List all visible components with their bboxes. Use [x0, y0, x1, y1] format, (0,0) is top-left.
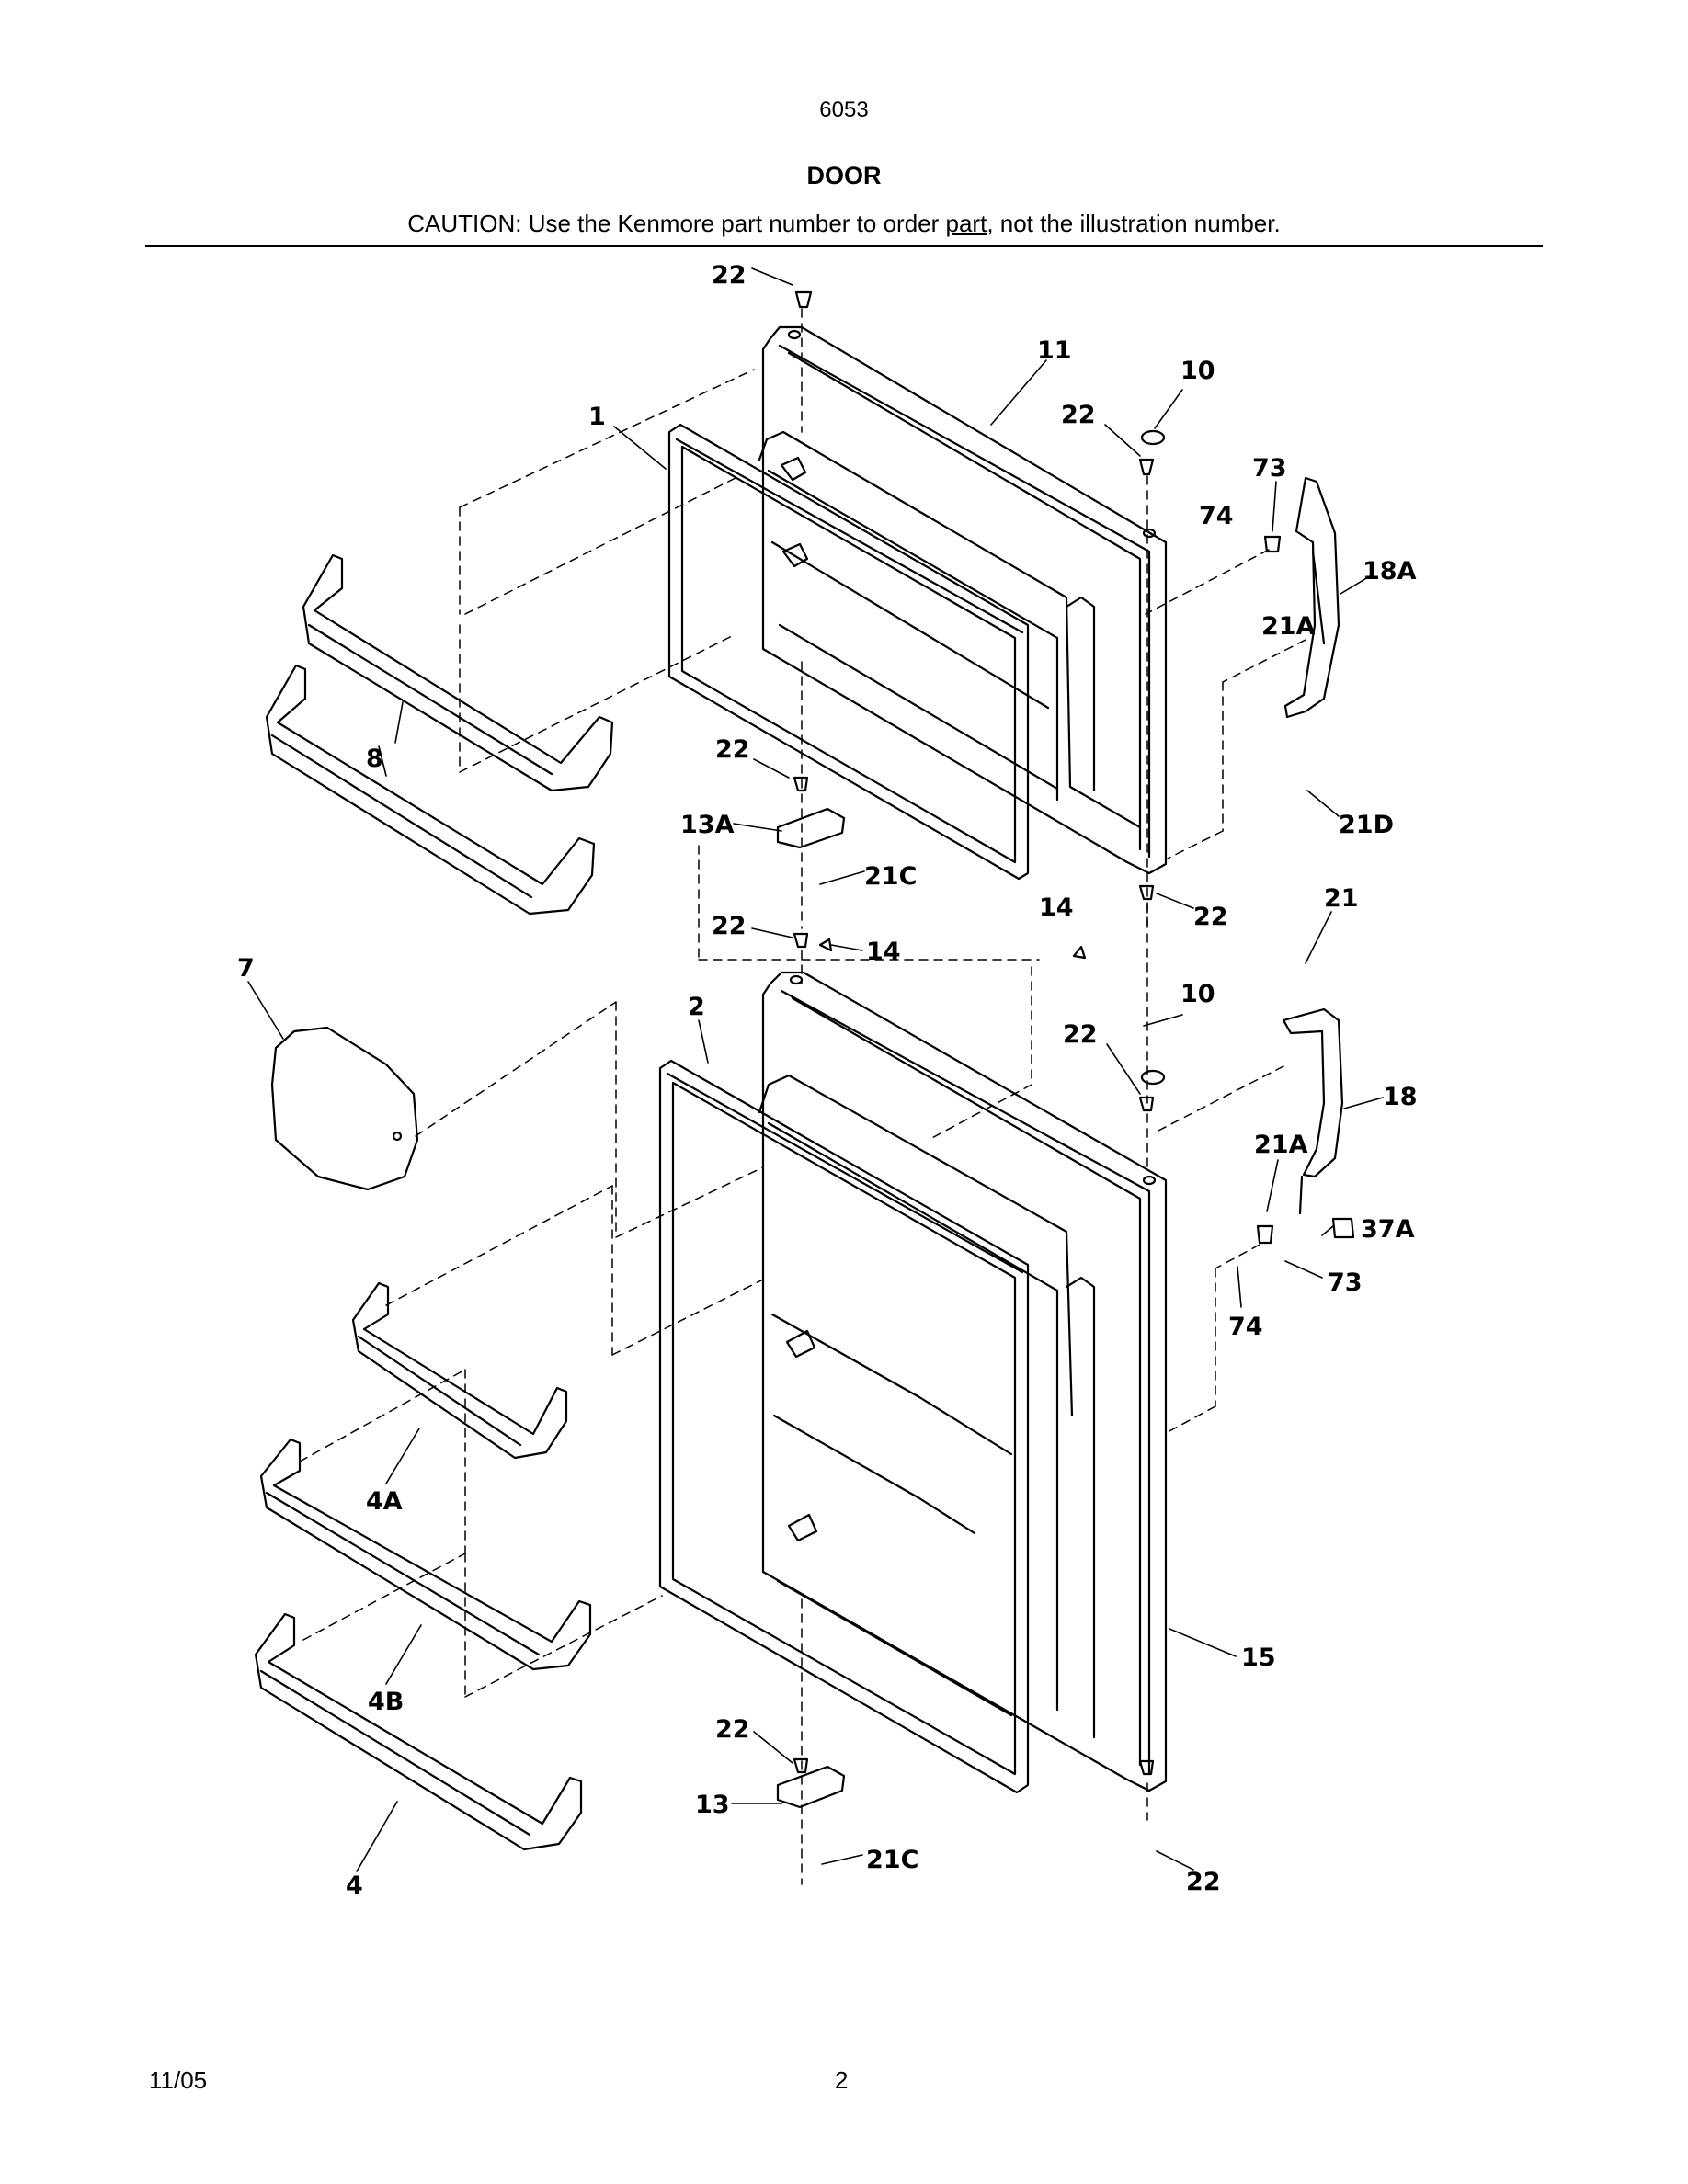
callout-22: 22 [1186, 1868, 1221, 1896]
callout-4B: 4B [368, 1688, 404, 1716]
callout-21C: 21C [864, 862, 917, 891]
callout-18: 18 [1383, 1083, 1418, 1111]
caution-underlined-word: part [945, 210, 987, 237]
callout-74: 74 [1228, 1313, 1263, 1341]
header-rule [145, 245, 1543, 247]
model-number: 6053 [819, 97, 869, 122]
callout-22: 22 [712, 261, 747, 290]
caution-note: CAUTION: Use the Kenmore part number to … [0, 210, 1688, 238]
callout-labels: 22 11 10 22 1 73 74 18A 21A 8 22 13A 21C… [237, 261, 1418, 1900]
alignment-dashed-lines [299, 308, 1306, 1885]
fresh-food-door-panel [758, 971, 1168, 1792]
callout-10: 10 [1180, 357, 1215, 385]
callout-18A: 18A [1363, 557, 1417, 586]
callout-10: 10 [1180, 980, 1215, 1008]
callout-22: 22 [715, 1715, 750, 1744]
callout-4: 4 [346, 1871, 363, 1900]
freezer-door-gasket [667, 423, 1030, 881]
callout-37A: 37A [1361, 1215, 1415, 1244]
fresh-food-bin-4A [351, 1281, 568, 1460]
section-title: DOOR [806, 162, 882, 189]
callout-14: 14 [866, 938, 901, 966]
callout-13A: 13A [680, 811, 735, 839]
leader-lines [247, 267, 1384, 1872]
lower-hinge-13 [776, 1765, 846, 1809]
callout-15: 15 [1241, 1644, 1276, 1672]
freezer-shelf-upper [302, 553, 614, 792]
callout-21D: 21D [1339, 811, 1394, 839]
callout-74: 74 [1199, 502, 1234, 530]
callout-8: 8 [366, 745, 383, 773]
callout-11: 11 [1037, 336, 1072, 365]
freezer-handle-18A [1283, 476, 1340, 719]
callout-4A: 4A [366, 1487, 403, 1516]
callout-21C: 21C [866, 1846, 918, 1874]
callout-22: 22 [712, 912, 747, 940]
fresh-food-bin-4B [259, 1438, 592, 1671]
caution-suffix: , not the illustration number. [987, 210, 1281, 237]
callout-2: 2 [688, 993, 705, 1021]
freezer-door-panel [758, 325, 1168, 875]
callout-21A: 21A [1254, 1131, 1308, 1159]
caution-prefix: CAUTION: Use the Kenmore part number to … [407, 210, 946, 237]
callout-21: 21 [1324, 884, 1359, 913]
callout-7: 7 [237, 954, 255, 983]
upper-hinge-13A [776, 807, 846, 849]
hinge-pins-and-screws [793, 290, 1355, 1776]
fresh-food-bin-4 [254, 1612, 583, 1851]
callout-14: 14 [1039, 893, 1074, 922]
revision-date: 11/05 [149, 2066, 208, 2094]
callout-22: 22 [715, 735, 750, 764]
callout-13: 13 [695, 1791, 730, 1819]
dairy-door-cover [270, 1026, 419, 1191]
page-number: 2 [835, 2066, 849, 2094]
callout-22: 22 [1061, 401, 1096, 429]
fresh-food-handle-18 [1282, 1007, 1344, 1215]
callout-22: 22 [1193, 903, 1228, 931]
freezer-shelf-lower [265, 664, 596, 916]
callout-1: 1 [588, 403, 606, 431]
callout-22: 22 [1063, 1020, 1098, 1049]
callout-73: 73 [1328, 1268, 1363, 1297]
callout-73: 73 [1252, 454, 1287, 483]
fresh-food-door-gasket [658, 1059, 1030, 1794]
callout-21A: 21A [1261, 612, 1316, 641]
